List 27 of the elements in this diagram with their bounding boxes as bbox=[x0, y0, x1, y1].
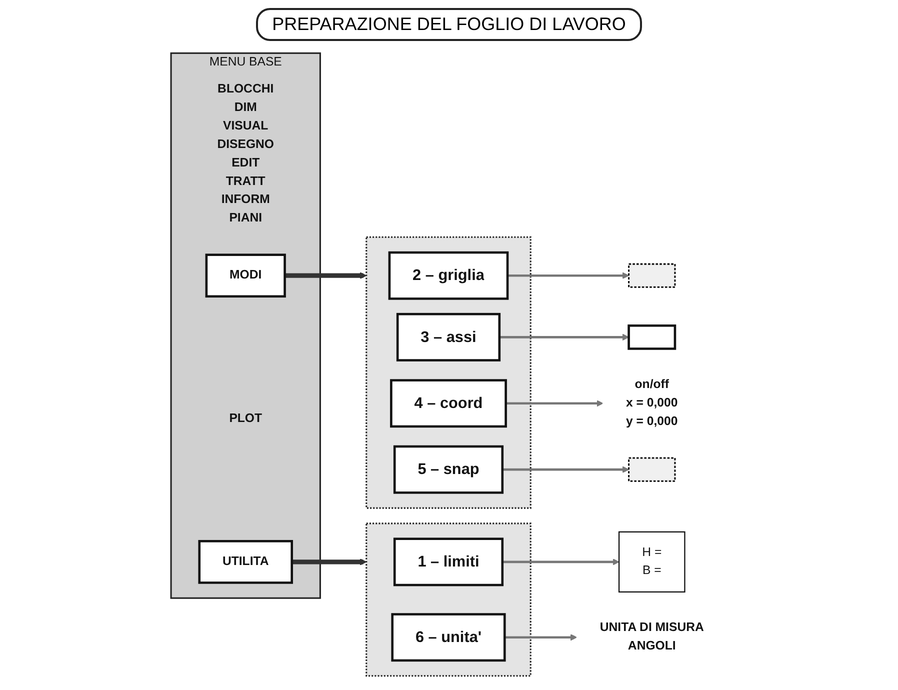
node-axes bbox=[628, 324, 676, 350]
node-box: H = B = bbox=[618, 531, 686, 593]
arrow bbox=[292, 558, 367, 566]
arrow bbox=[504, 634, 578, 641]
cluster bbox=[366, 236, 532, 509]
node-box: 5 – snap bbox=[393, 445, 504, 494]
arrow bbox=[502, 466, 630, 473]
node-box: 3 – assi bbox=[396, 312, 501, 362]
node-text: PLOT bbox=[229, 412, 262, 425]
node-box: MODI bbox=[205, 254, 286, 298]
node-box: 4 – coord bbox=[390, 379, 507, 428]
arrow bbox=[502, 558, 620, 566]
node-text: UNITA DI MISURA ANGOLI bbox=[600, 621, 704, 653]
node-box: 6 – unita' bbox=[391, 613, 506, 662]
cluster bbox=[366, 522, 532, 677]
node-box: UTILITA bbox=[198, 540, 293, 584]
node-grid bbox=[628, 263, 676, 288]
arrow bbox=[499, 334, 630, 341]
node-grid bbox=[628, 457, 676, 482]
node-text: on/off x = 0,000 y = 0,000 bbox=[626, 378, 678, 428]
node-text: BLOCCHI DIM VISUAL DISEGNO EDIT TRATT INFORM PIANI bbox=[217, 82, 274, 225]
arrow bbox=[506, 400, 604, 407]
diagram-title: PREPARAZIONE DEL FOGLIO DI LAVORO bbox=[256, 8, 642, 41]
arrow bbox=[284, 272, 367, 279]
node-box: 2 – griglia bbox=[388, 251, 509, 300]
arrow bbox=[508, 272, 630, 279]
node-box: 1 – limiti bbox=[393, 538, 504, 586]
